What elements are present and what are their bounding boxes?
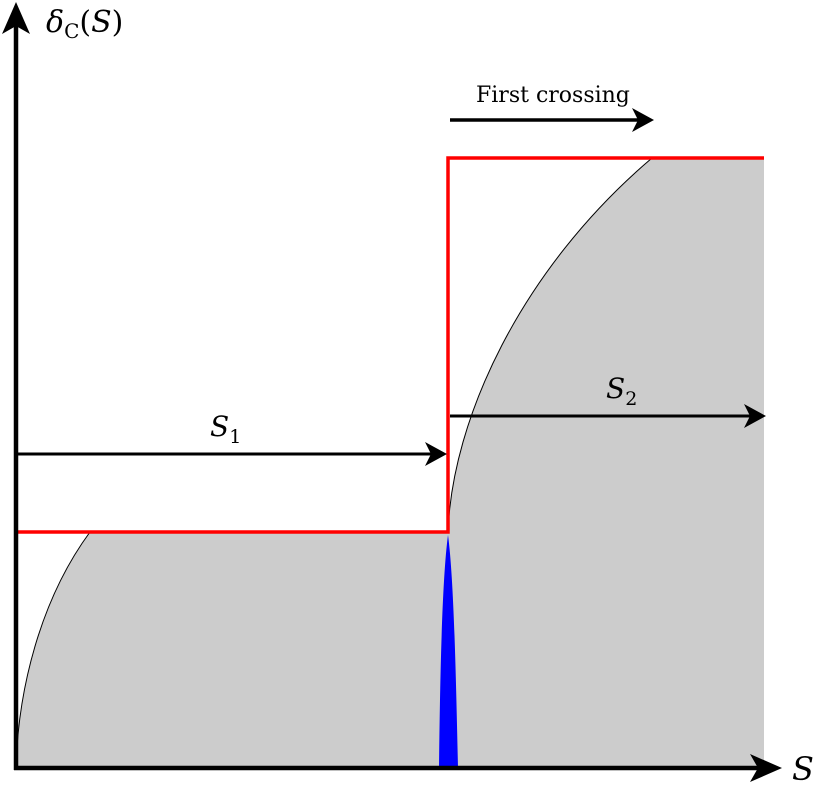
shaded-region-left bbox=[16, 532, 448, 768]
x-axis-arrowhead-icon bbox=[750, 754, 782, 782]
s2-label: S2 bbox=[606, 372, 637, 410]
boundary-curve-right bbox=[447, 157, 653, 533]
first-crossing-arrowhead-icon bbox=[632, 108, 654, 132]
shaded-region-right bbox=[448, 158, 764, 768]
y-axis-label: δC(S) bbox=[46, 5, 123, 43]
x-axis-label: S bbox=[792, 750, 814, 787]
first-crossing-label: First crossing bbox=[476, 83, 630, 108]
s1-arrowhead-icon bbox=[425, 442, 447, 466]
s1-label: S1 bbox=[210, 410, 241, 448]
distribution-spike bbox=[439, 535, 458, 768]
y-axis-arrowhead-icon bbox=[2, 2, 30, 34]
barrier-step bbox=[16, 156, 764, 534]
s2-arrowhead-icon bbox=[744, 404, 766, 428]
